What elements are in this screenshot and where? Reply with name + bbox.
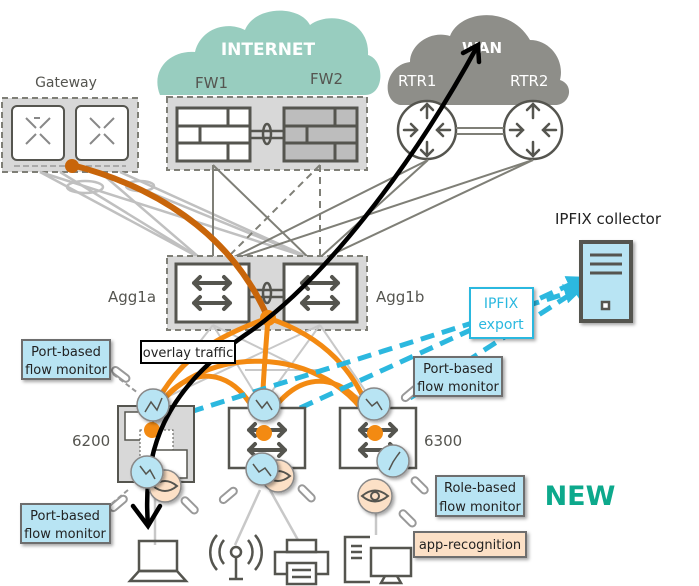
flow-graph-icon bbox=[139, 465, 156, 480]
wireless-antenna-icon bbox=[209, 534, 263, 581]
printer-icon bbox=[273, 538, 330, 586]
new-badge: NEW bbox=[545, 481, 616, 512]
overlay-endpoint bbox=[367, 425, 383, 441]
flow-monitor-badge bbox=[357, 387, 391, 421]
callout-app-recognition: app-recognition bbox=[413, 531, 527, 558]
eye-icon bbox=[360, 489, 390, 503]
svg-text:flow monitor: flow monitor bbox=[24, 527, 106, 542]
callout-port-based-bottom-left: Port-based flow monitor bbox=[20, 503, 111, 544]
svg-text:Port-based: Port-based bbox=[31, 345, 101, 360]
router-arrows-icon bbox=[402, 102, 452, 158]
svg-text:flow monitor: flow monitor bbox=[25, 363, 107, 378]
svg-text:IPFIX: IPFIX bbox=[484, 296, 519, 312]
svg-text:app-recognition: app-recognition bbox=[419, 538, 521, 553]
gateway-tunnel-endpoint bbox=[65, 159, 79, 173]
callout-port-based-right: Port-based flow monitor bbox=[413, 356, 503, 397]
firewall-brick-icon bbox=[175, 106, 252, 163]
switch-6300-label: 6300 bbox=[424, 432, 462, 450]
switch-6200-label: 6200 bbox=[72, 432, 110, 450]
fw2-label: FW2 bbox=[310, 70, 343, 88]
rtr2-label: RTR2 bbox=[510, 72, 548, 90]
internet-label: INTERNET bbox=[221, 40, 316, 60]
svg-text:Port-based: Port-based bbox=[423, 362, 493, 377]
flow-graph-icon bbox=[365, 398, 383, 411]
svg-text:export: export bbox=[478, 317, 524, 333]
flow-graph-icon bbox=[144, 397, 163, 413]
flow-graph-icon bbox=[255, 399, 273, 411]
callout-role-based: Role-based flow monitor bbox=[435, 475, 525, 517]
svg-text:flow monitor: flow monitor bbox=[417, 380, 499, 395]
firewall-brick-icon bbox=[282, 106, 359, 163]
gateway-links bbox=[39, 170, 311, 260]
app-recognition-badge bbox=[357, 478, 393, 514]
flow-monitor-badge bbox=[136, 388, 170, 422]
laptop-icon bbox=[127, 539, 189, 583]
router-interlink bbox=[456, 127, 504, 135]
desktop-computer-icon bbox=[343, 535, 413, 585]
ipfix-collector: IPFIX collector bbox=[555, 210, 662, 323]
flow-monitor-badge bbox=[245, 452, 279, 486]
switch-agg1a bbox=[174, 262, 251, 324]
agg1b-label: Agg1b bbox=[376, 288, 424, 306]
svg-text:Role-based: Role-based bbox=[444, 481, 516, 496]
agg1a-label: Agg1a bbox=[108, 288, 156, 306]
gateway-group: Gateway bbox=[1, 75, 139, 173]
router-arrows-icon bbox=[508, 102, 558, 158]
flow-monitor-badge bbox=[130, 455, 164, 489]
fw1-label: FW1 bbox=[195, 74, 228, 92]
ipfix-export-label: IPFIX export bbox=[469, 287, 534, 339]
flow-monitor-badge bbox=[247, 388, 281, 422]
svg-text:overlay traffic: overlay traffic bbox=[143, 346, 234, 361]
svg-text:flow monitor: flow monitor bbox=[439, 500, 521, 515]
svg-text:Port-based: Port-based bbox=[30, 509, 100, 524]
overlay-endpoint bbox=[144, 422, 160, 438]
callout-port-based-top-left: Port-based flow monitor bbox=[21, 339, 111, 380]
overlay-endpoint bbox=[256, 425, 272, 441]
gateway-tunnel-path bbox=[71, 162, 271, 320]
firewall-group: FW1 FW2 bbox=[166, 70, 368, 171]
server-tower-icon bbox=[579, 240, 633, 323]
uplinks bbox=[212, 159, 534, 264]
callout-overlay-traffic: overlay traffic bbox=[140, 340, 236, 364]
flow-graph-icon bbox=[252, 463, 272, 477]
rtr1-label: RTR1 bbox=[398, 72, 436, 90]
collector-label: IPFIX collector bbox=[555, 210, 662, 228]
arrowhead-down-icon bbox=[130, 503, 163, 531]
callout-connectors bbox=[108, 365, 429, 528]
access-point-cluster-icon bbox=[11, 105, 129, 161]
gateway-label: Gateway bbox=[35, 75, 97, 91]
overlay-traffic-arrow bbox=[144, 43, 480, 526]
router-rtr2 bbox=[502, 99, 564, 161]
arrowhead-up-icon bbox=[460, 41, 482, 65]
flow-graph-icon bbox=[388, 451, 401, 471]
internet-cloud: INTERNET bbox=[157, 10, 381, 96]
flow-monitor-badge bbox=[376, 444, 410, 478]
